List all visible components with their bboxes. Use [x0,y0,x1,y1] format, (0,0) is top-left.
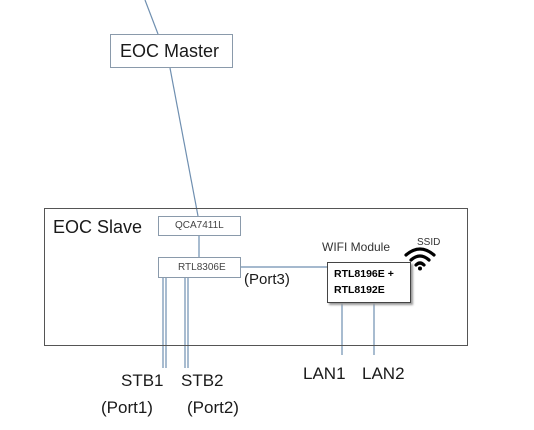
lan1-label: LAN1 [303,364,346,383]
rtl8306e-label: RTL8306E [178,262,226,273]
eoc-slave-box: EOC Slave [44,208,468,346]
uplink-line [144,0,159,35]
eoc-slave-label: EOC Slave [53,217,143,237]
eoc-master-box: EOC Master [110,34,233,68]
stb2-port-label: (Port2) [187,398,239,417]
stb2-label: STB2 [181,371,224,390]
lan2-label: LAN2 [362,364,405,383]
stb1-label: STB1 [121,371,164,390]
port3-label: (Port3) [244,271,290,288]
wifi-module-label: WIFI Module [322,240,391,254]
qca7411l-label: QCA7411L [175,220,224,231]
eoc-master-label: EOC Master [120,41,220,61]
rtl8196e-label: RTL8196E + [334,268,394,280]
rtl8196e-rtl8192e-box: RTL8196E + RTL8192E [327,262,411,303]
wifi-icon [404,247,436,271]
qca7411l-chip: QCA7411L [158,216,241,236]
rtl8192e-label: RTL8192E [334,284,385,296]
ssid-label: SSID [417,237,441,248]
stb1-port-label: (Port1) [101,398,153,417]
master-to-qca-line [169,67,199,217]
rtl8306e-chip: RTL8306E [158,257,241,278]
